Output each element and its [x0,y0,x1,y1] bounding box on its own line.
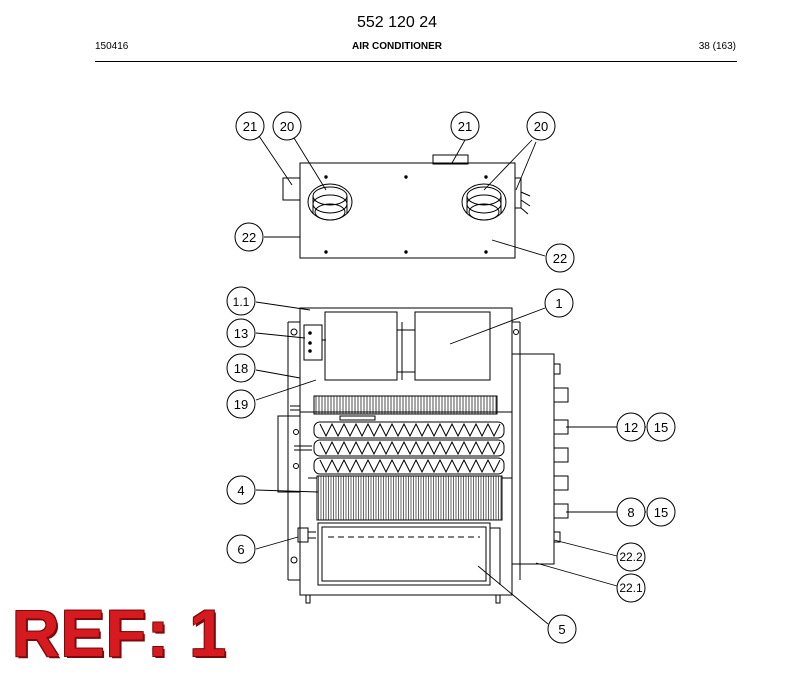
callout-13: 13 [226,318,256,348]
document-number: 552 120 24 [356,14,438,31]
main-unit-body [277,307,569,604]
callout-4: 4 [226,475,256,505]
callout-1-1: 1.1 [226,286,256,316]
document-code: 150416 [95,41,129,52]
callout-5: 5 [547,614,577,644]
callout-22-1: 22.1 [616,573,646,603]
callout-8: 8 [616,497,646,527]
svg-text:22.1: 22.1 [619,581,643,595]
svg-text:6: 6 [237,542,244,557]
leader-lines [255,135,646,625]
right-vent-nozzle [461,183,507,221]
callout-18: 18 [226,353,256,383]
svg-text:22: 22 [553,251,567,266]
callout-20-right: 20 [526,111,556,141]
svg-text:19: 19 [234,397,248,412]
svg-text:21: 21 [243,119,257,134]
svg-text:22.2: 22.2 [619,550,643,564]
svg-text:13: 13 [234,326,248,341]
svg-text:20: 20 [280,119,294,134]
svg-text:1.1: 1.1 [233,295,250,309]
callout-6: 6 [226,534,256,564]
ref-stamp: REF: 1 [12,596,228,670]
svg-text:12: 12 [624,420,638,435]
svg-text:21: 21 [458,119,472,134]
svg-text:8: 8 [627,505,634,520]
callout-20-left: 20 [272,111,302,141]
callout-12: 12 [616,412,646,442]
callout-21-left: 21 [235,111,265,141]
callout-22-2: 22.2 [616,542,646,572]
svg-text:18: 18 [234,361,248,376]
top-vent-housing [282,154,531,259]
svg-text:22: 22 [242,230,256,245]
svg-text:1: 1 [555,296,562,311]
svg-text:15: 15 [654,420,668,435]
callout-15-lower: 15 [646,497,676,527]
svg-text:5: 5 [558,622,565,637]
svg-text:4: 4 [237,483,244,498]
svg-text:15: 15 [654,505,668,520]
header-rule [95,61,737,62]
callout-21-right: 21 [450,111,480,141]
page-number: 38 (163) [698,41,736,52]
callout-22-right: 22 [545,243,575,273]
callout-22-left: 22 [234,222,264,252]
callout-19: 19 [226,389,256,419]
section-title: AIR CONDITIONER [352,41,442,52]
callout-1: 1 [544,288,574,318]
left-vent-nozzle [307,183,353,221]
callout-15-upper: 15 [646,412,676,442]
svg-text:20: 20 [534,119,548,134]
